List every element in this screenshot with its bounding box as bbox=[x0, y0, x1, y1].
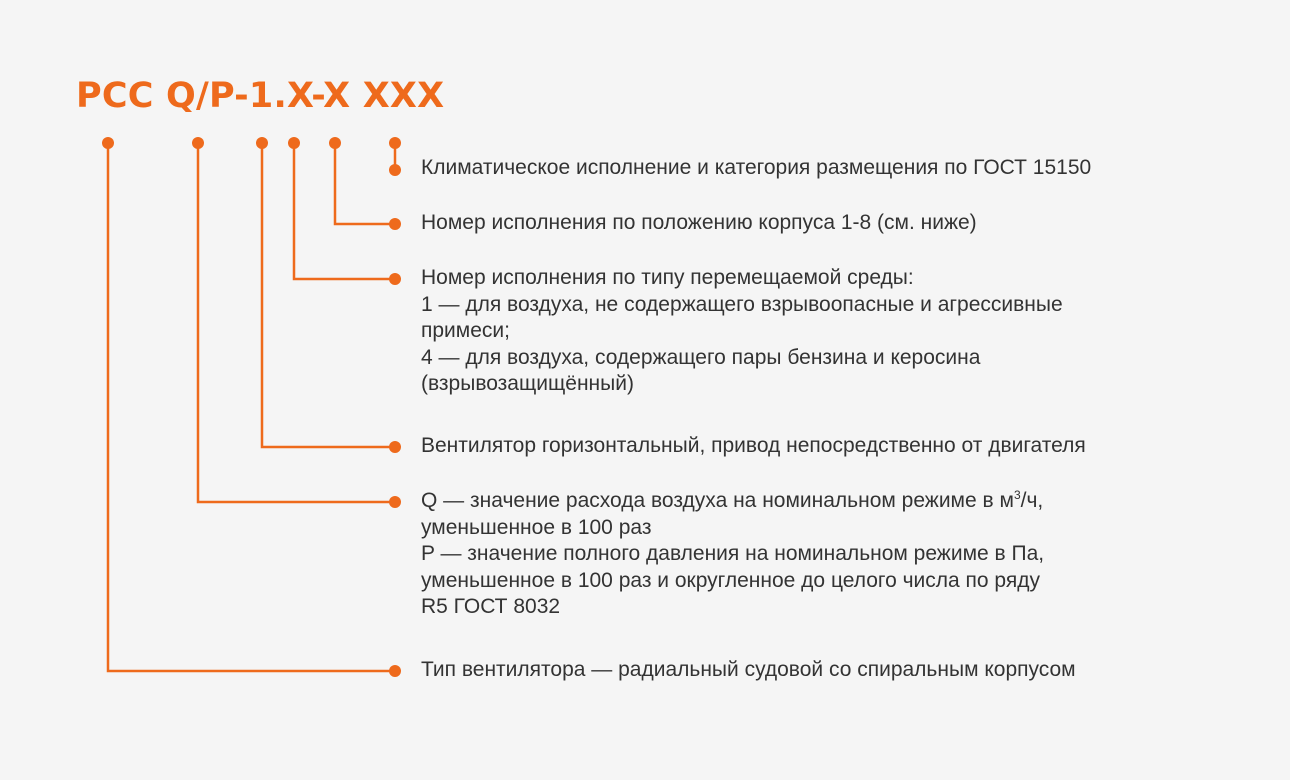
marker-dot-drive-end bbox=[389, 441, 401, 453]
connector-housing-position bbox=[333, 143, 395, 226]
marker-dot-xxx bbox=[389, 137, 401, 149]
description-housing-position: Номер исполнения по положению корпуса 1-… bbox=[421, 210, 977, 237]
marker-dot-1 bbox=[256, 137, 268, 149]
description-line: (взрывозащищённый) bbox=[421, 372, 634, 395]
connector-drive bbox=[260, 143, 395, 449]
connector-flow-pressure bbox=[196, 143, 395, 504]
description-line: Тип вентилятора — радиальный судовой со … bbox=[421, 658, 1076, 681]
description-line: Климатическое исполнение и категория раз… bbox=[421, 156, 1092, 179]
marker-dot-climate-end bbox=[389, 164, 401, 176]
description-line: Номер исполнения по типу перемещаемой ср… bbox=[421, 266, 914, 289]
description-fan-type: Тип вентилятора — радиальный судовой со … bbox=[421, 657, 1076, 684]
description-line: 4 — для воздуха, содержащего пары бензин… bbox=[421, 345, 981, 369]
description-line: уменьшенное в 100 раз и округленное до ц… bbox=[421, 568, 1040, 592]
description-line: P — значение полного давления на номинал… bbox=[421, 542, 1045, 565]
description-line: уменьшенное в 100 раз bbox=[421, 515, 652, 539]
description-text: Q — значение расхода воздуха на номиналь… bbox=[421, 489, 1014, 512]
marker-dot-pcc bbox=[102, 137, 114, 149]
marker-dot-fan-type-end bbox=[389, 665, 401, 677]
description-line: 1 — для воздуха, не содержащего взрывооп… bbox=[421, 292, 1063, 316]
description-line: Номер исполнения по положению корпуса 1-… bbox=[421, 211, 977, 234]
description-drive: Вентилятор горизонтальный, привод непоср… bbox=[421, 433, 1086, 460]
superscript-exponent: 3 bbox=[1013, 488, 1021, 502]
description-climate: Климатическое исполнение и категория раз… bbox=[421, 155, 1091, 182]
connector-medium-type bbox=[292, 143, 395, 281]
description-flow-pressure: Q — значение расхода воздуха на номиналь… bbox=[421, 488, 1044, 621]
description-medium-type: Номер исполнения по типу перемещаемой ср… bbox=[421, 265, 1063, 398]
marker-dot-x-position bbox=[329, 137, 341, 149]
description-line: R5 ГОСТ 8032 bbox=[421, 595, 561, 618]
connector-fan-type bbox=[106, 143, 395, 673]
designation-code: PCC Q/P-1.X-X XXX bbox=[76, 76, 445, 116]
description-text: /ч, bbox=[1020, 489, 1044, 512]
marker-dot-housing-end bbox=[389, 218, 401, 230]
description-line: Q — значение расхода воздуха на номиналь… bbox=[421, 488, 1044, 515]
description-line: Вентилятор горизонтальный, привод непоср… bbox=[421, 434, 1086, 457]
marker-dot-x-medium bbox=[288, 137, 300, 149]
marker-dot-qp bbox=[192, 137, 204, 149]
marker-dot-medium-end bbox=[389, 273, 401, 285]
description-line: примеси; bbox=[421, 319, 510, 342]
marker-dot-flow-end bbox=[389, 496, 401, 508]
